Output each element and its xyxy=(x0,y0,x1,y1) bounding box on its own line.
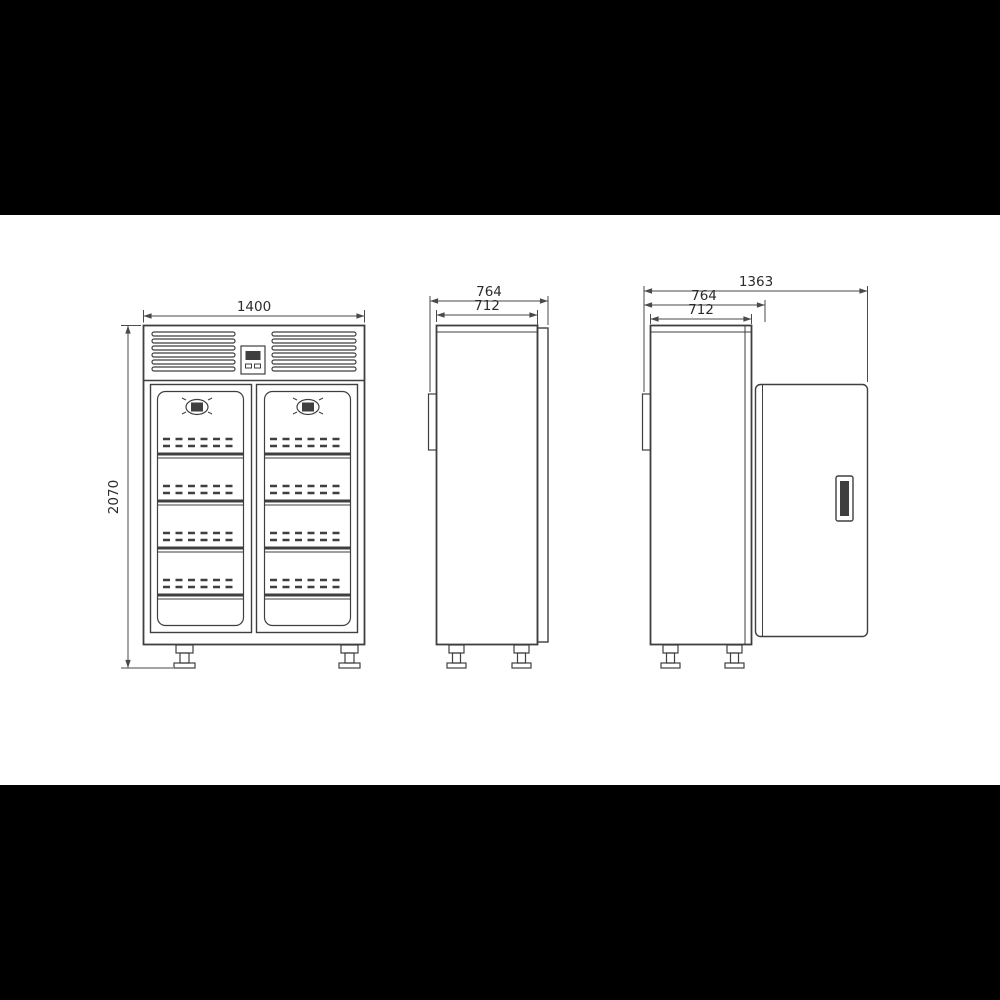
shelves-right xyxy=(265,437,350,600)
dimension-label-depth-total-open: 764 xyxy=(691,288,717,304)
door-right xyxy=(255,383,359,634)
dimension-width: 1400 xyxy=(143,299,365,323)
door-side-profile xyxy=(536,327,549,643)
door-left xyxy=(149,383,253,634)
drawing-canvas: 1400 2070 xyxy=(0,215,1000,785)
dimension-depth-body-open: 712 xyxy=(650,302,752,324)
cabinet-body-side-open xyxy=(649,324,753,646)
legs-side xyxy=(446,644,532,669)
legs-side-open xyxy=(660,644,745,669)
dimension-depth-total: 764 xyxy=(429,284,549,392)
dimension-label-height: 2070 xyxy=(106,480,122,514)
dimension-label-depth-body: 712 xyxy=(474,298,500,314)
lock-right-icon xyxy=(292,397,324,416)
letterbox-bottom xyxy=(0,785,1000,1000)
hinge-bracket xyxy=(427,393,438,451)
dimension-height: 2070 xyxy=(106,325,173,669)
open-door xyxy=(754,383,869,638)
control-panel xyxy=(240,345,266,375)
technical-drawing: 1400 2070 xyxy=(106,274,869,669)
legs-front xyxy=(173,644,361,669)
dimension-label-width: 1400 xyxy=(237,299,271,315)
dimension-depth-total-open: 764 xyxy=(644,288,766,322)
vent-grille-right xyxy=(271,331,357,372)
cabinet-body-side xyxy=(435,324,539,646)
dimension-door-open-total: 1363 xyxy=(643,274,868,392)
dimension-label-door-open-total: 1363 xyxy=(739,274,773,290)
hinge-bracket-open xyxy=(641,393,652,451)
dimension-label-depth-total: 764 xyxy=(476,284,502,300)
letterbox-top xyxy=(0,0,1000,215)
shelves-left xyxy=(158,437,243,600)
vent-grille-left xyxy=(151,331,236,372)
door-handle xyxy=(835,475,854,522)
dimension-label-depth-body-open: 712 xyxy=(688,302,714,318)
lock-left-icon xyxy=(181,397,213,416)
side-view-closed xyxy=(427,324,549,669)
control-display xyxy=(245,351,261,360)
side-view-open xyxy=(641,324,869,669)
front-view xyxy=(142,324,366,669)
dimension-depth-body: 712 xyxy=(436,298,538,325)
cabinet-body xyxy=(142,324,366,646)
